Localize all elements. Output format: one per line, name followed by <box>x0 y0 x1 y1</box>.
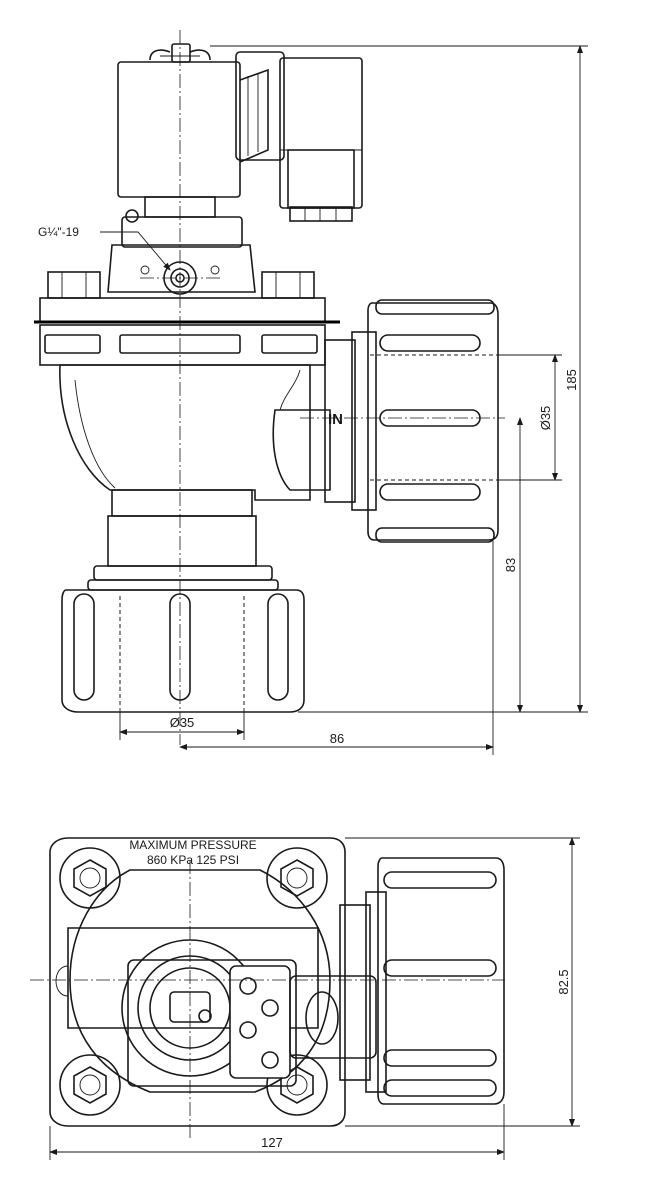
thread-label: G¼"-19 <box>38 225 79 239</box>
dim-83-label: 83 <box>503 558 518 572</box>
dimension-82-5: 82.5 <box>345 837 580 1127</box>
dimension-outlet-diameter: Ø35 <box>119 708 245 740</box>
dim-86-label: 86 <box>330 731 344 746</box>
pressure-title: MAXIMUM PRESSURE <box>129 838 256 852</box>
inlet-connector <box>324 299 500 543</box>
din-connector <box>279 57 363 222</box>
pressure-values: 860 KPa 125 PSI <box>147 853 239 867</box>
base-plate <box>49 837 346 1127</box>
outlet-stem <box>87 489 279 591</box>
coil-top <box>121 939 297 1087</box>
top-bolt-left <box>47 271 101 299</box>
bolt-top-right <box>266 847 328 909</box>
valve-body <box>59 364 331 501</box>
connector-top <box>289 975 377 1059</box>
top-bolt-right <box>261 271 315 299</box>
dimension-127: 127 <box>49 1104 505 1160</box>
bolt-bottom-left <box>59 1054 121 1116</box>
dim-185-label: 185 <box>564 369 579 391</box>
dimension-inlet-diameter: Ø35 <box>498 354 562 481</box>
top-view: MAXIMUM PRESSURE 860 KPa 125 PSI <box>30 837 580 1160</box>
outlet-connector <box>61 589 305 713</box>
pilot-cross-body <box>67 927 319 1029</box>
dim-inlet-diameter-label: Ø35 <box>538 406 553 431</box>
pilot-body <box>107 244 256 295</box>
dim-outlet-diameter-label: Ø35 <box>170 715 195 730</box>
inlet-label: IN <box>328 411 343 428</box>
dimension-83: 83 <box>503 417 523 713</box>
side-view: IN G¼"-19 <box>34 30 588 755</box>
armature-nut <box>121 196 243 248</box>
dimension-185: 185 <box>210 45 588 713</box>
dimension-86: 86 <box>179 540 494 755</box>
solenoid-coil <box>117 43 285 198</box>
dim-82-5-label: 82.5 <box>556 969 571 994</box>
bonnet-flange <box>34 297 340 366</box>
thread-callout: G¼"-19 <box>38 225 171 271</box>
dim-127-label: 127 <box>261 1135 283 1150</box>
bolt-top-left <box>59 847 121 909</box>
inlet-connector-top <box>339 857 505 1105</box>
